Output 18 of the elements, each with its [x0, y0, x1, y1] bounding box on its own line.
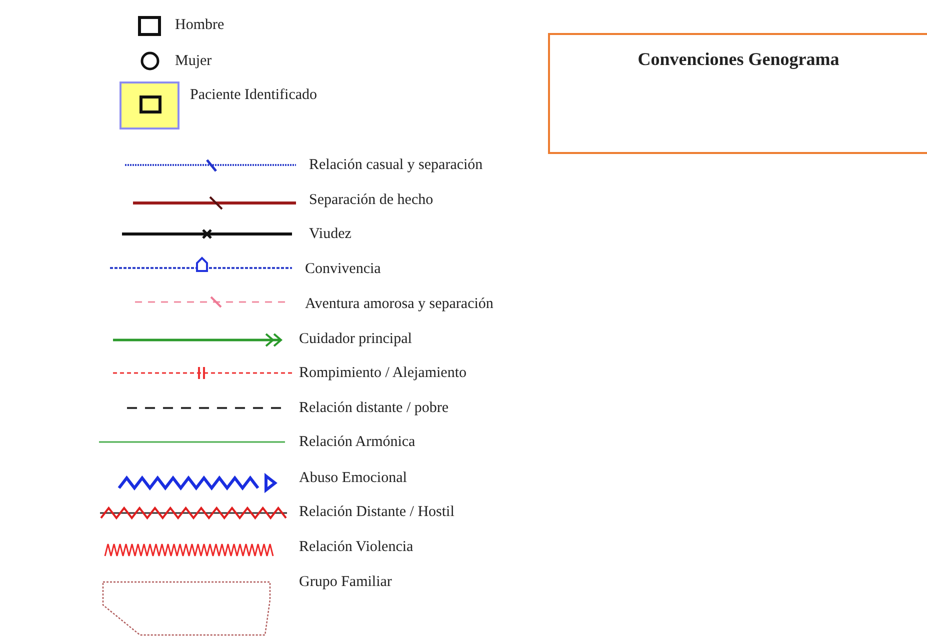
legend-label: Abuso Emocional — [299, 469, 407, 487]
legend-label: Separación de hecho — [309, 191, 434, 209]
title-box — [548, 33, 927, 154]
legend-label: Grupo Familiar — [299, 573, 392, 591]
legend-label: Hombre — [175, 16, 224, 34]
legend-label: Relación Violencia — [299, 538, 414, 556]
legend-label: Rompimiento / Alejamiento — [299, 364, 466, 382]
legend-label: Relación distante / pobre — [299, 399, 449, 417]
legend-label: Relación Armónica — [299, 433, 416, 451]
legend-label: Cuidador principal — [299, 330, 412, 348]
legend-title: Convenciones Genograma — [636, 49, 840, 70]
legend-label: Aventura amorosa y separación — [305, 295, 494, 313]
legend-label: Viudez — [309, 225, 352, 243]
legend-label: Relación Distante / Hostil — [299, 503, 454, 521]
legend-label: Paciente Identificado — [190, 86, 318, 104]
legend-label: Convivencia — [305, 260, 381, 278]
legend-label: Relación casual y separación — [309, 156, 483, 174]
legend-label: Mujer — [175, 52, 212, 70]
